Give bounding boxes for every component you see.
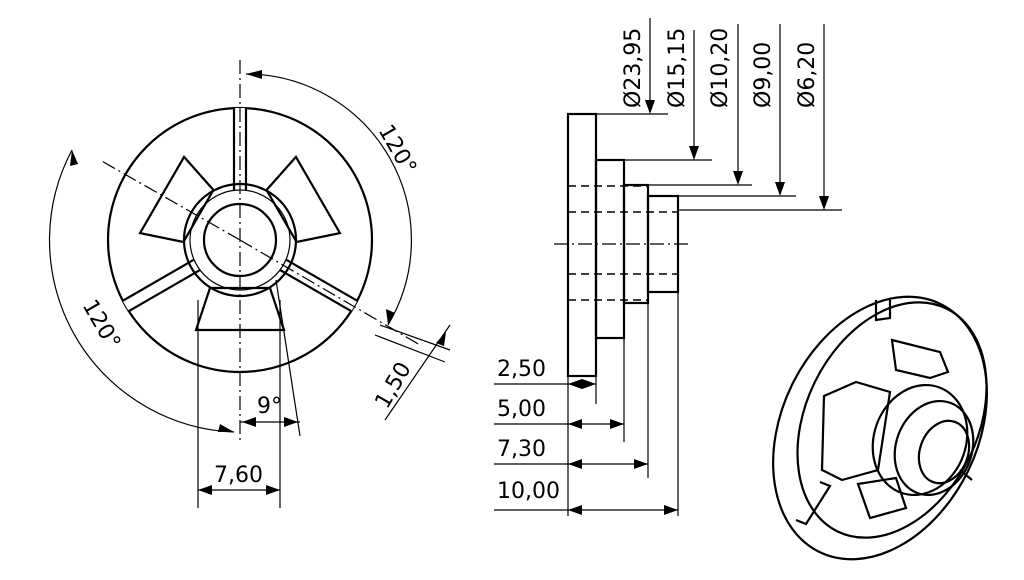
diameter-label-4: Ø9,00	[751, 42, 776, 108]
length-label-2: 5,00	[497, 397, 546, 422]
iso-hub-outer	[871, 383, 969, 497]
iso-boss	[893, 399, 975, 497]
slot-width-label: 1,50	[371, 358, 417, 413]
length-dimensions	[494, 292, 679, 516]
iso-blade-lower	[856, 476, 908, 520]
angle-label-left: 120°	[77, 296, 125, 354]
diameter-label-2: Ø15,15	[665, 28, 690, 108]
length-label-1: 2,50	[497, 357, 546, 382]
flange-section	[566, 112, 598, 378]
iso-front-disc	[796, 301, 988, 539]
diameter-label-3: Ø10,20	[708, 28, 733, 108]
isometric-view	[772, 295, 988, 561]
taper-angle-label: 9°	[257, 394, 282, 419]
iso-bore	[917, 419, 971, 485]
front-view: 120° 120° 1,50 9° 7,60	[48, 60, 451, 508]
radial-slots	[122, 108, 358, 313]
iso-blade-left	[820, 380, 892, 482]
iso-blade-upper	[890, 338, 950, 380]
side-view: Ø23,95 Ø15,15 Ø10,20 Ø9,00 Ø6,20 2,50 5,…	[494, 18, 842, 516]
iso-back-disc	[772, 295, 988, 561]
angle-label-top: 120°	[373, 121, 421, 179]
diameter-label-5: Ø6,20	[795, 42, 820, 108]
angle-arc-left	[48, 149, 235, 433]
diameter-label-1: Ø23,95	[621, 28, 646, 108]
length-label-3: 7,30	[497, 437, 546, 462]
length-label-4: 10,00	[497, 479, 560, 504]
diameter-leaders	[596, 18, 842, 211]
hub-width-label: 7,60	[214, 463, 263, 488]
angle-arc-top	[245, 73, 412, 326]
